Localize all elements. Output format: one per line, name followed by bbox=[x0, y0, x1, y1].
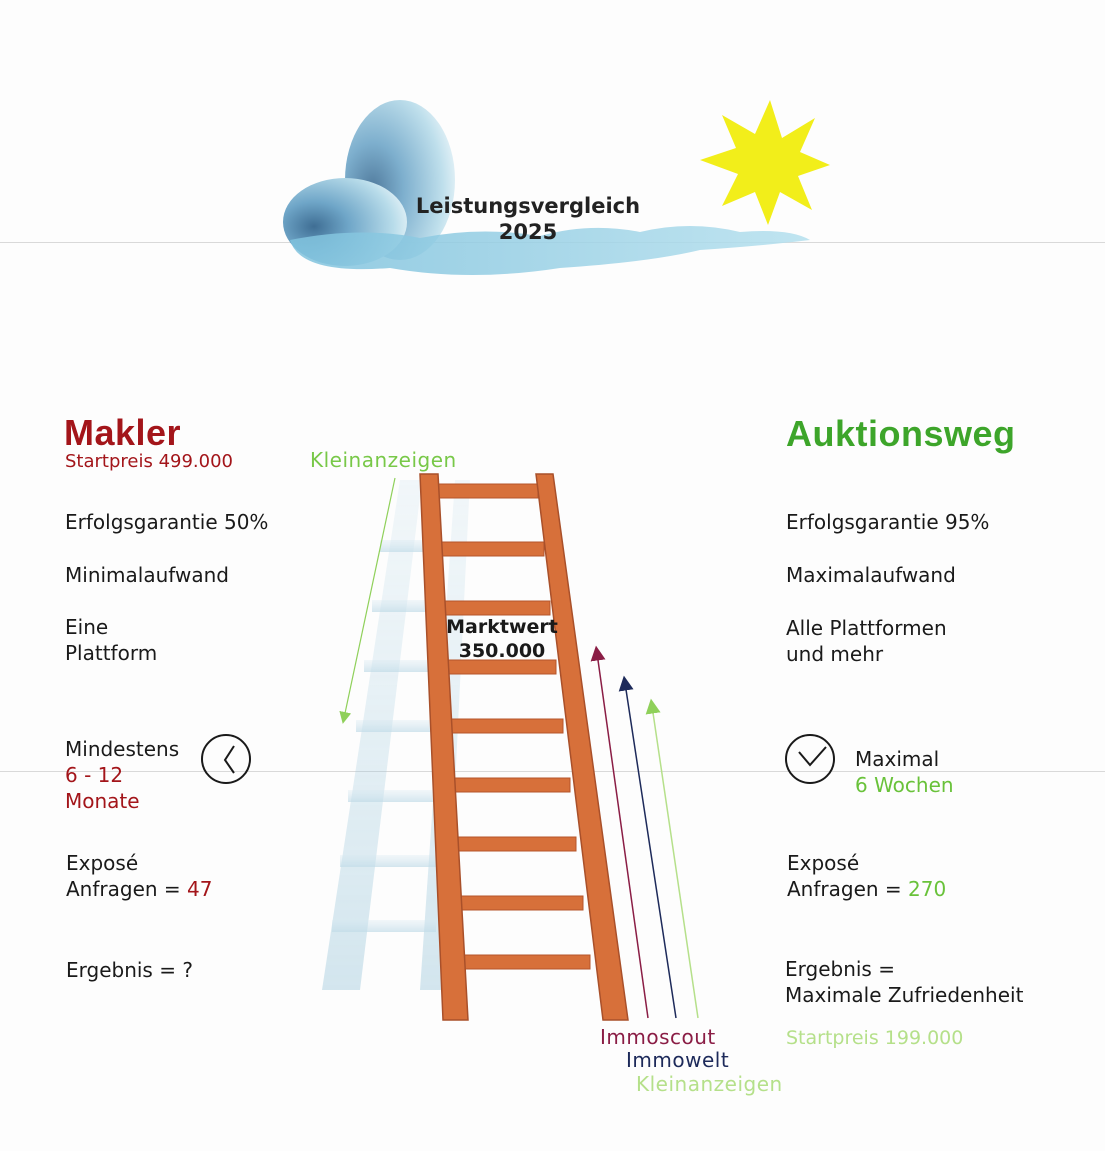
makler-expose-label: Anfragen = bbox=[66, 877, 188, 901]
makler-expose-value: 47 bbox=[187, 877, 213, 901]
immoscout-label: Immoscout bbox=[600, 1025, 716, 1049]
market-value-amount: 350.000 bbox=[458, 640, 546, 662]
auktionsweg-duration-label: Maximal bbox=[855, 747, 940, 771]
market-value-box: Marktwert 350.000 bbox=[446, 615, 558, 663]
makler-duration-unit: Monate bbox=[65, 789, 140, 813]
auktionsweg-expose: Exposé Anfragen = 270 bbox=[787, 850, 946, 902]
makler-expose: Exposé Anfragen = 47 bbox=[66, 850, 212, 902]
kleinanzeigen-top-label: Kleinanzeigen bbox=[310, 448, 457, 472]
makler-platform-line-1: Eine bbox=[65, 615, 109, 639]
auktionsweg-platform: Alle Plattformen und mehr bbox=[786, 615, 947, 667]
makler-guarantee: Erfolgsgarantie 50% bbox=[65, 510, 269, 534]
clock-icon-right bbox=[785, 734, 835, 784]
arrow-kleinanzeigen-up bbox=[645, 698, 699, 1019]
auktionsweg-start-price: Startpreis 199.000 bbox=[786, 1027, 964, 1049]
makler-duration-label: Mindestens bbox=[65, 737, 180, 761]
ladder-icon bbox=[419, 473, 629, 1021]
makler-heading: Makler bbox=[64, 412, 182, 453]
makler-result: Ergebnis = ? bbox=[66, 958, 193, 982]
auktionsweg-result: Ergebnis = Maximale Zufriedenheit bbox=[785, 956, 1023, 1008]
makler-duration-value: 6 - 12 bbox=[65, 763, 124, 787]
arrow-immowelt-up bbox=[618, 675, 677, 1019]
auktionsweg-duration-value: 6 Wochen bbox=[855, 773, 954, 797]
paper-fold-middle bbox=[0, 771, 1105, 772]
makler-effort: Minimalaufwand bbox=[65, 563, 229, 587]
arrow-kleinanzeigen-down bbox=[339, 477, 396, 724]
page-title: Leistungsvergleich 2025 bbox=[398, 193, 658, 245]
auktionsweg-expose-label: Anfragen = bbox=[787, 877, 909, 901]
title-line-1: Leistungsvergleich bbox=[415, 194, 641, 218]
kleinanzeigen-bottom-label: Kleinanzeigen bbox=[636, 1072, 783, 1096]
auktionsweg-platform-line-1: Alle Plattformen bbox=[786, 616, 947, 640]
market-value-label: Marktwert bbox=[446, 616, 558, 638]
makler-platform: Eine Plattform bbox=[65, 614, 157, 666]
makler-duration: Mindestens 6 - 12 Monate bbox=[65, 736, 179, 814]
arrow-immoscout-up bbox=[590, 645, 649, 1019]
auktionsweg-guarantee: Erfolgsgarantie 95% bbox=[786, 510, 990, 534]
auktionsweg-heading: Auktionsweg bbox=[786, 413, 1016, 454]
auktionsweg-result-line-2: Maximale Zufriedenheit bbox=[785, 983, 1024, 1007]
makler-start-price: Startpreis 499.000 bbox=[65, 451, 234, 472]
cloud-icon bbox=[283, 100, 810, 275]
immowelt-label: Immowelt bbox=[626, 1048, 730, 1072]
makler-expose-line-1: Exposé bbox=[66, 851, 139, 875]
auktionsweg-expose-line-1: Exposé bbox=[787, 851, 860, 875]
title-line-2: 2025 bbox=[498, 220, 558, 244]
auktionsweg-platform-line-2: und mehr bbox=[786, 642, 884, 666]
auktionsweg-duration: Maximal 6 Wochen bbox=[855, 746, 954, 798]
makler-platform-line-2: Plattform bbox=[65, 641, 158, 665]
sun-icon bbox=[700, 100, 830, 225]
auktionsweg-expose-value: 270 bbox=[908, 877, 947, 901]
auktionsweg-effort: Maximalaufwand bbox=[786, 563, 956, 587]
clock-icon-left bbox=[201, 734, 251, 784]
auktionsweg-result-line-1: Ergebnis = bbox=[785, 957, 895, 981]
